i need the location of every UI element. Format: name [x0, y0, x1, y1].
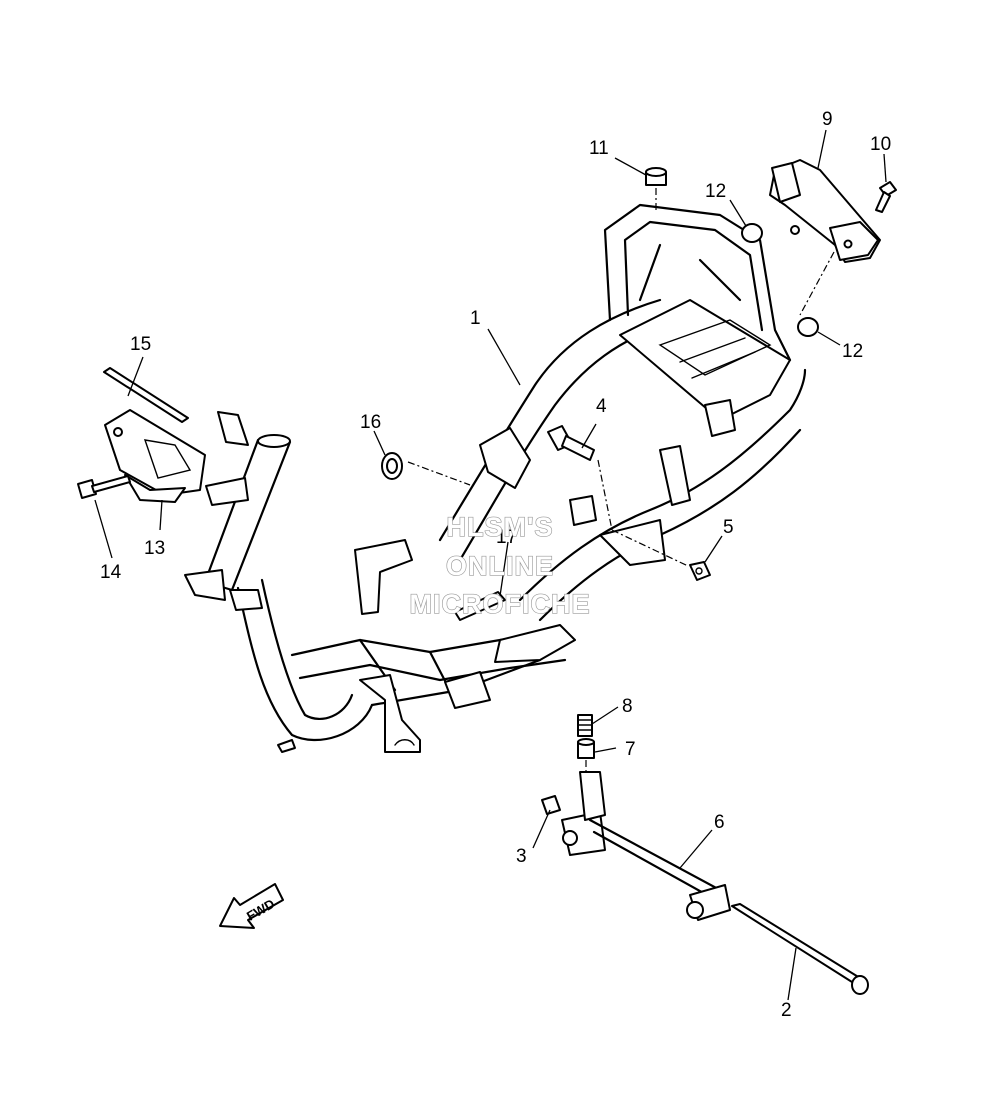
damper-17 [454, 591, 506, 621]
callout-6: 6 [714, 812, 725, 833]
nut-5 [689, 561, 711, 581]
plate-15 [103, 367, 189, 423]
callout-3: 3 [516, 846, 527, 867]
callout-15: 15 [130, 334, 151, 355]
callout-9: 9 [822, 109, 833, 130]
callout-12-upper: 12 [705, 181, 726, 202]
leader-lines [94, 129, 887, 1001]
fwd-arrow-icon: FWD [219, 883, 284, 929]
watermark-line-2: ONLINE [446, 551, 554, 581]
engine-bracket-6 [561, 771, 731, 921]
callout-2: 2 [781, 1000, 792, 1021]
callout-11: 11 [589, 138, 609, 159]
nut-3 [541, 795, 561, 815]
bolt-4 [547, 425, 595, 461]
callout-17: 17 [496, 527, 517, 548]
rear-bracket [769, 159, 881, 263]
callout-13: 13 [144, 538, 165, 559]
callout-16: 16 [360, 412, 381, 433]
callout-12-lower: 12 [842, 341, 863, 362]
watermark-line-3: MICROFICHE [410, 589, 591, 619]
callout-1: 1 [470, 308, 481, 329]
callout-8: 8 [622, 696, 633, 717]
bolt-8 [577, 714, 593, 737]
damper-12-lower [797, 317, 819, 337]
damper-12-upper [741, 223, 763, 243]
callout-labels: 1 2 3 4 5 6 7 8 9 10 11 12 12 13 14 15 1… [100, 109, 891, 1021]
collar-7 [577, 738, 595, 759]
bolt-14 [77, 475, 131, 499]
long-bolt-2 [731, 903, 869, 995]
bolt-10 [875, 181, 897, 213]
callout-7: 7 [625, 739, 636, 760]
headlight-bracket [104, 409, 206, 503]
watermark: HLSM'S ONLINE MICROFICHE [409, 511, 591, 619]
watermark-line-1: HLSM'S [447, 512, 554, 542]
callout-14: 14 [100, 562, 122, 583]
callout-5: 5 [723, 517, 734, 538]
callout-4: 4 [596, 396, 607, 417]
collar-11 [645, 167, 667, 186]
callout-10: 10 [870, 134, 891, 155]
main-frame [184, 203, 807, 753]
grommet-16 [381, 452, 403, 480]
assembly-lines [407, 188, 835, 775]
